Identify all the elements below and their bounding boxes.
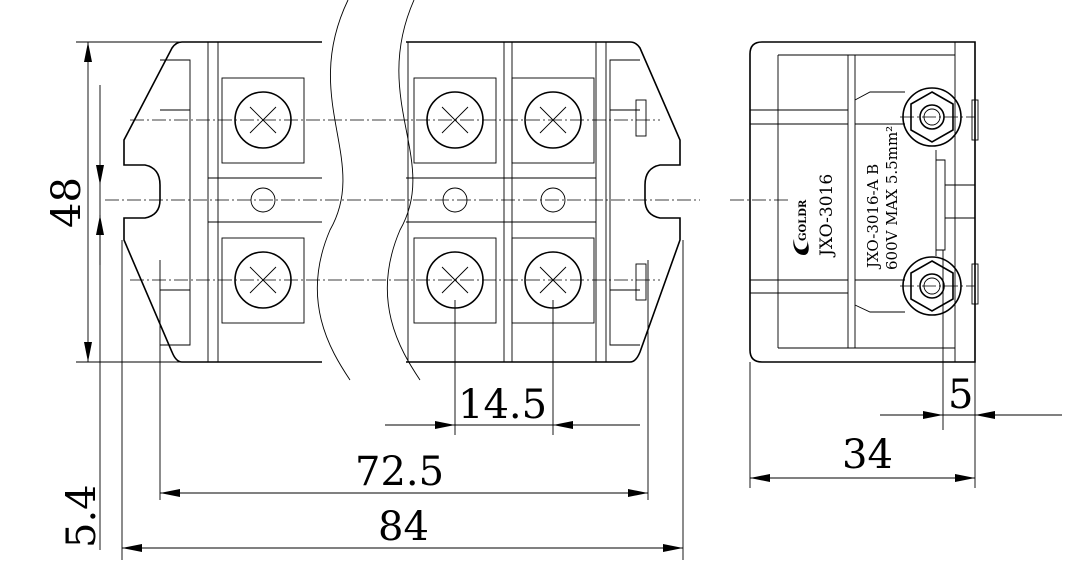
front-body-outline — [123, 41, 681, 363]
dim-height: 48 — [44, 177, 90, 228]
model-label: JXO-3016 — [817, 174, 837, 258]
dim-total-length: 84 — [378, 504, 429, 550]
break-line — [316, 0, 351, 381]
brand-logo: GOLDR — [793, 199, 809, 255]
rating-label: 600V MAX 5.5mm² — [883, 126, 901, 270]
terminal-column-3 — [511, 77, 595, 324]
dim-mount-span: 72.5 — [355, 449, 444, 495]
variant-label: JXO-3016-A B — [864, 164, 882, 270]
dim-pitch: 14.5 — [458, 382, 547, 428]
dim-side-width: 34 — [842, 432, 893, 478]
side-view: GOLDR JXO-3016 JXO-3016-A B 600V MAX 5.5… — [730, 41, 979, 430]
dim-side-offset: 5 — [948, 372, 973, 418]
brand-text: GOLDR — [798, 199, 809, 241]
front-view — [105, 0, 700, 381]
terminal-column-1 — [221, 77, 305, 324]
dimension-lines — [76, 41, 1062, 560]
terminal-column-2 — [407, 42, 513, 362]
break-line — [386, 0, 421, 381]
dim-offset: 5.4 — [59, 484, 105, 548]
